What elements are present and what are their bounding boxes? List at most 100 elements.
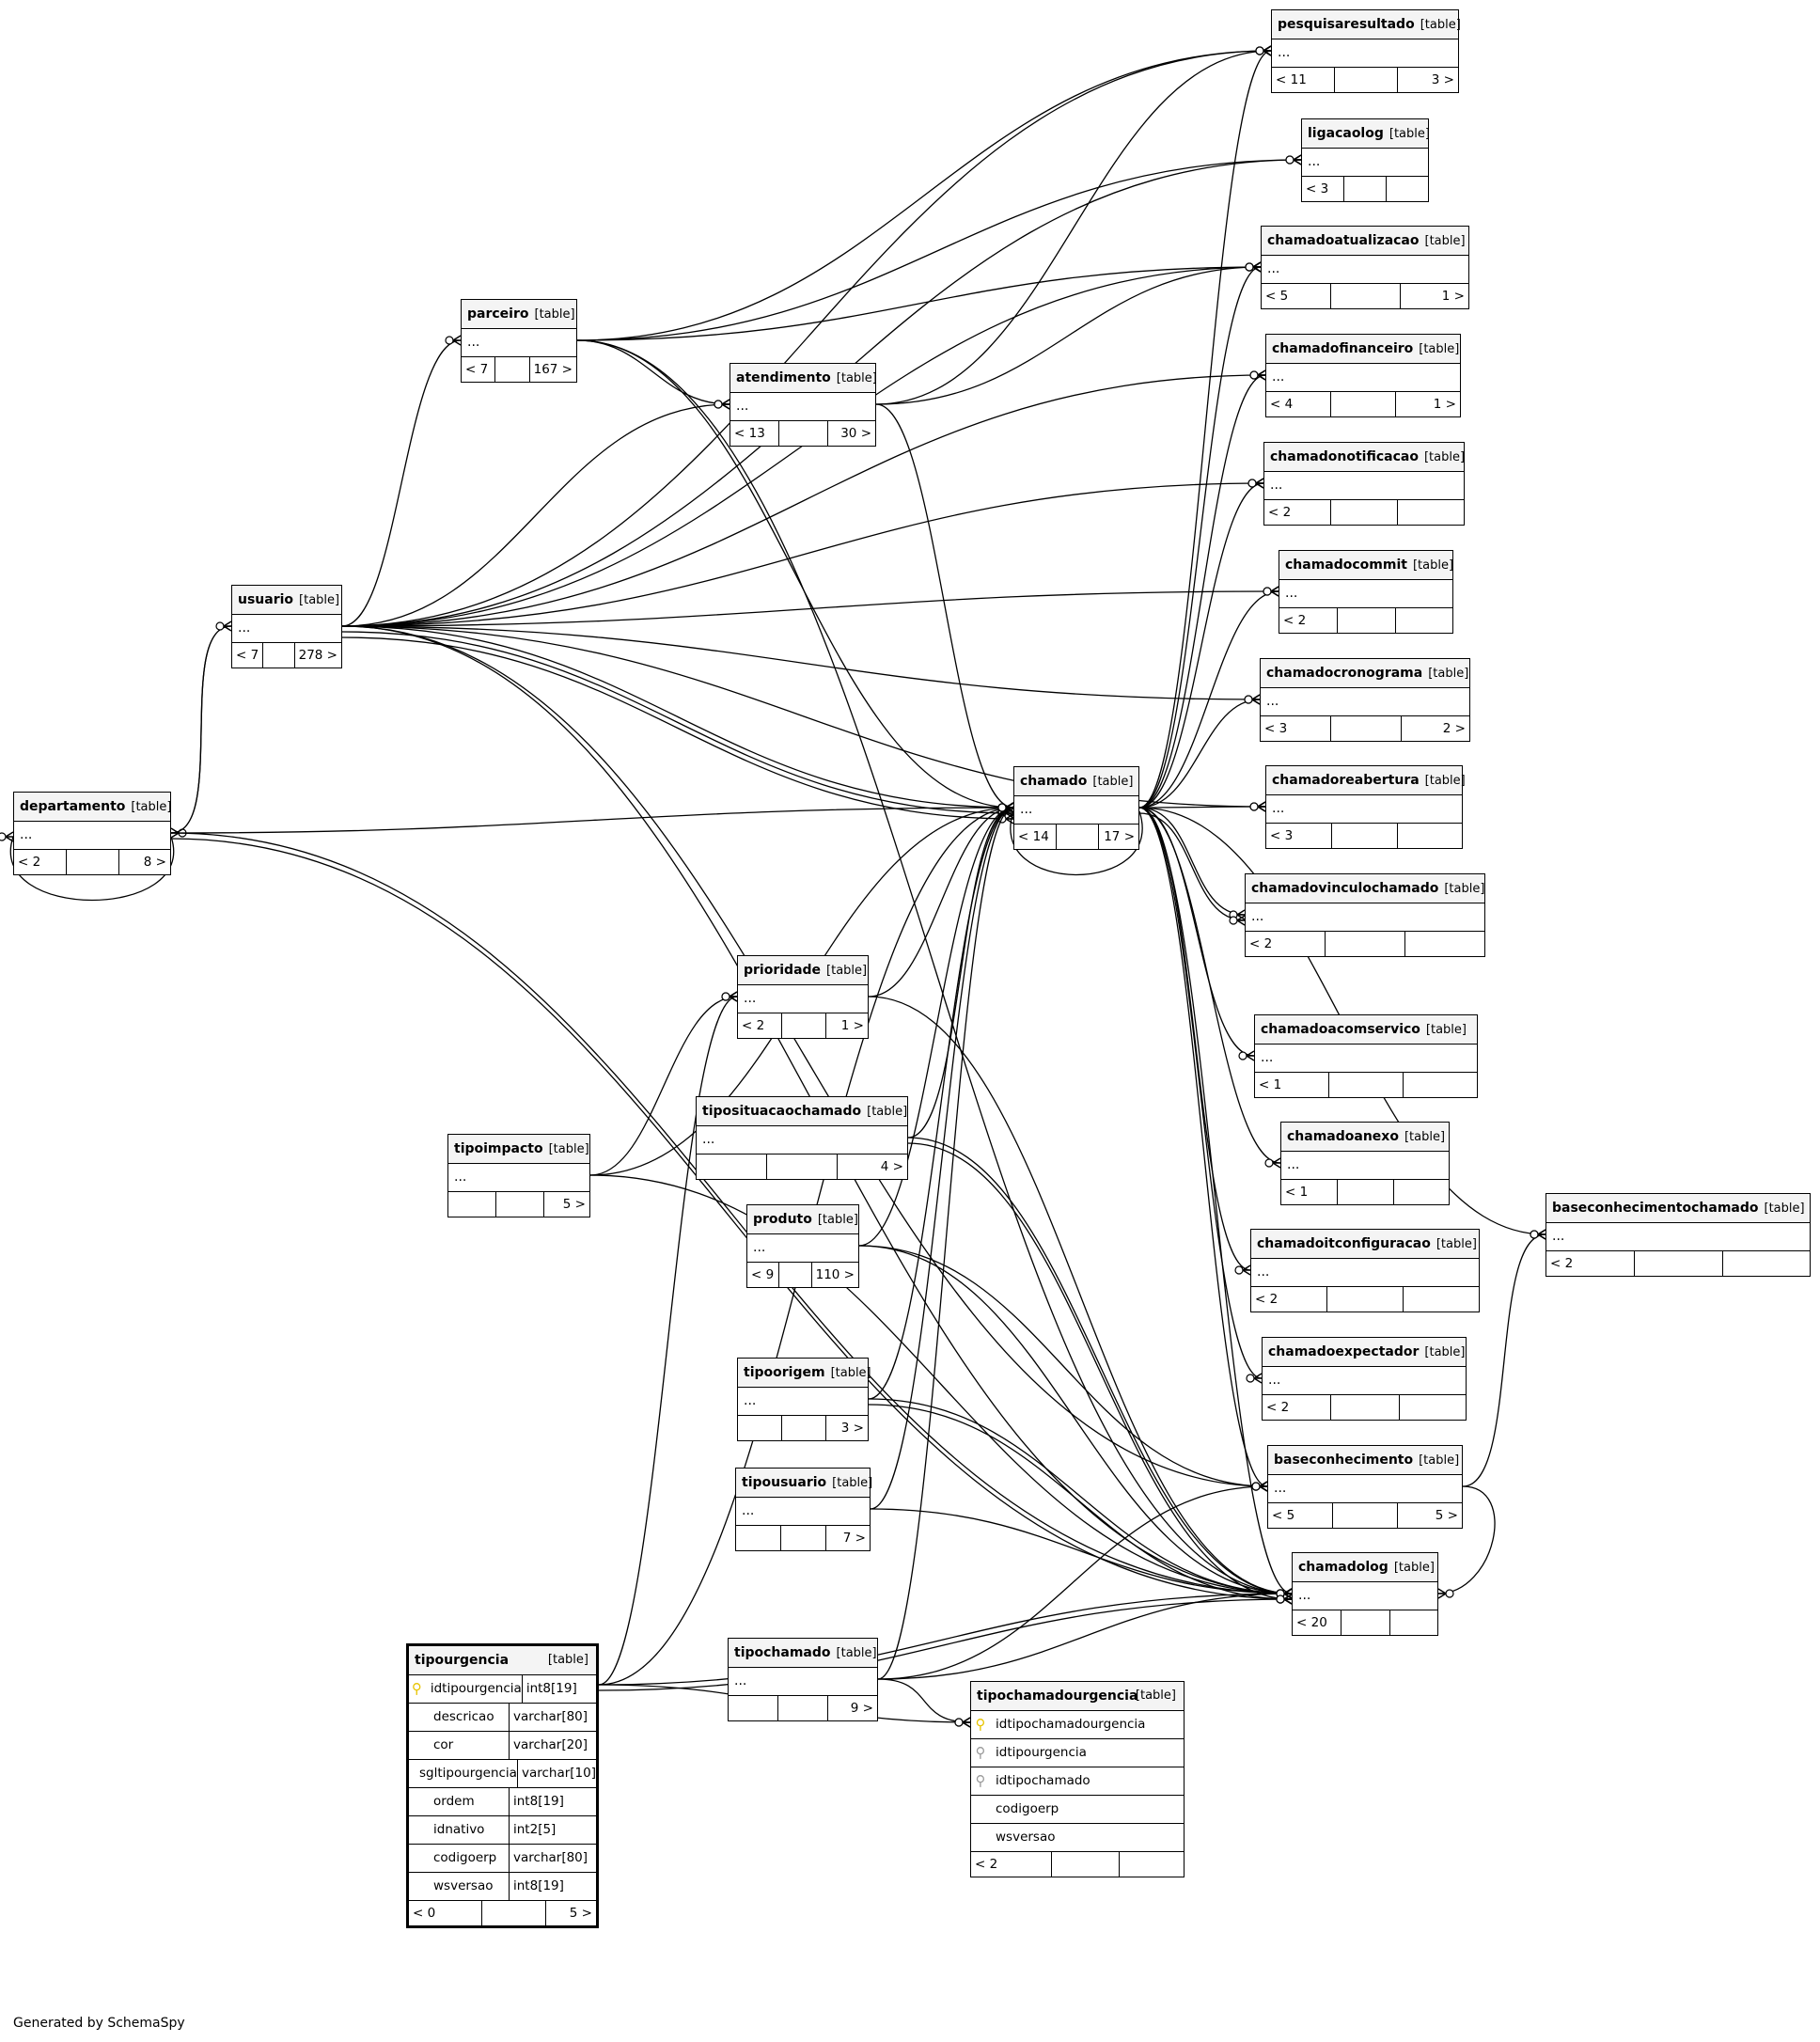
children-count[interactable] xyxy=(1723,1251,1810,1276)
table-name[interactable]: tipochamado xyxy=(734,1645,831,1660)
table-name[interactable]: baseconhecimento xyxy=(1274,1453,1414,1468)
children-count[interactable] xyxy=(1405,932,1484,956)
children-count[interactable] xyxy=(1404,1073,1477,1097)
children-count[interactable] xyxy=(1398,500,1464,525)
parents-count[interactable]: < 2 xyxy=(1546,1251,1635,1276)
table-tipoorigem[interactable]: tipoorigem[table]...3 > xyxy=(737,1358,871,1441)
table-tipochamadourgencia[interactable]: tipochamadourgencia [table] ⚲idtipochama… xyxy=(970,1681,1185,1877)
parents-count[interactable]: < 3 xyxy=(1261,716,1331,741)
children-count[interactable]: 1 > xyxy=(840,1018,864,1033)
columns-collapsed[interactable]: ... xyxy=(1279,580,1452,608)
children-count[interactable] xyxy=(1120,1852,1184,1877)
column-row[interactable]: ⚲idtipourgencia xyxy=(971,1739,1184,1767)
children-count[interactable] xyxy=(1390,1610,1437,1635)
children-count[interactable]: 278 > xyxy=(298,648,337,663)
columns-collapsed[interactable]: ... xyxy=(1266,795,1462,824)
table-name[interactable]: prioridade xyxy=(744,963,822,978)
parents-count[interactable]: < 2 xyxy=(1264,500,1331,525)
columns-collapsed[interactable]: ... xyxy=(1251,1259,1479,1287)
table-name[interactable]: chamadonotificacao xyxy=(1270,449,1419,464)
columns-collapsed[interactable]: ... xyxy=(1014,796,1138,825)
parents-count[interactable]: < 5 xyxy=(1262,284,1331,308)
parents-count[interactable]: < 1 xyxy=(1281,1180,1338,1204)
columns-collapsed[interactable]: ... xyxy=(729,1668,877,1696)
parents-count[interactable] xyxy=(697,1155,767,1179)
table-chamadoacomservico[interactable]: chamadoacomservico[table]...< 1 xyxy=(1254,1014,1478,1098)
table-chamadoitconfiguracao[interactable]: chamadoitconfiguracao[table]...< 2 xyxy=(1250,1229,1480,1312)
columns-collapsed[interactable]: ... xyxy=(1264,472,1464,500)
parents-count[interactable]: < 0 xyxy=(409,1901,482,1925)
columns-collapsed[interactable]: ... xyxy=(14,822,170,850)
table-chamadovinculochamado[interactable]: chamadovinculochamado[table]...< 2 xyxy=(1245,873,1485,957)
children-count[interactable]: 5 > xyxy=(562,1197,586,1212)
column-row[interactable]: ⚲idtipochamado xyxy=(971,1767,1184,1796)
columns-collapsed[interactable]: ... xyxy=(1281,1152,1449,1180)
columns-collapsed[interactable]: ... xyxy=(1546,1223,1810,1251)
table-name[interactable]: tipourgencia xyxy=(415,1653,510,1668)
table-tipousuario[interactable]: tipousuario[table]...7 > xyxy=(735,1468,872,1551)
columns-collapsed[interactable]: ... xyxy=(730,393,875,421)
parents-count[interactable] xyxy=(736,1526,781,1550)
parents-count[interactable]: < 2 xyxy=(738,1013,782,1038)
children-count[interactable]: 7 > xyxy=(842,1531,866,1546)
table-name[interactable]: tiposituacaochamado xyxy=(702,1104,862,1119)
table-name[interactable]: chamadocommit xyxy=(1285,558,1407,573)
table-name[interactable]: chamadoexpectador xyxy=(1268,1344,1420,1359)
parents-count[interactable]: < 7 xyxy=(232,643,264,668)
columns-collapsed[interactable]: ... xyxy=(1262,256,1468,284)
children-count[interactable]: 110 > xyxy=(815,1267,855,1282)
columns-collapsed[interactable]: ... xyxy=(1272,39,1458,68)
table-chamadoanexo[interactable]: chamadoanexo[table]...< 1 xyxy=(1280,1122,1450,1205)
table-name[interactable]: chamadovinculochamado xyxy=(1251,881,1439,896)
columns-collapsed[interactable]: ... xyxy=(1255,1045,1477,1073)
table-name[interactable]: chamadoatualizacao xyxy=(1267,233,1420,248)
table-name[interactable]: chamadolog xyxy=(1298,1560,1389,1575)
columns-collapsed[interactable]: ... xyxy=(1263,1367,1466,1395)
parents-count[interactable]: < 2 xyxy=(971,1852,1052,1877)
table-tipoimpacto[interactable]: tipoimpacto[table]...5 > xyxy=(447,1134,590,1217)
parents-count[interactable]: < 2 xyxy=(1279,608,1338,633)
columns-collapsed[interactable]: ... xyxy=(462,329,576,357)
children-count[interactable] xyxy=(1394,1180,1449,1204)
columns-collapsed[interactable]: ... xyxy=(738,985,868,1013)
table-name[interactable]: ligacaolog xyxy=(1308,126,1384,141)
parents-count[interactable]: < 2 xyxy=(1251,1287,1327,1312)
columns-collapsed[interactable]: ... xyxy=(1246,903,1484,932)
columns-collapsed[interactable]: ... xyxy=(1266,364,1460,392)
table-name[interactable]: chamadoreabertura xyxy=(1272,773,1420,788)
table-name[interactable]: chamadocronograma xyxy=(1266,666,1423,681)
table-name[interactable]: chamado xyxy=(1020,774,1088,789)
parents-count[interactable]: < 14 xyxy=(1014,825,1057,849)
children-count[interactable]: 1 > xyxy=(1441,289,1465,304)
parents-count[interactable] xyxy=(738,1416,782,1440)
table-name[interactable]: tipochamadourgencia xyxy=(977,1689,1138,1704)
children-count[interactable]: 1 > xyxy=(1433,397,1456,412)
columns-collapsed[interactable]: ... xyxy=(1293,1582,1437,1610)
children-count[interactable]: 167 > xyxy=(533,362,573,377)
parents-count[interactable]: < 11 xyxy=(1272,68,1335,92)
column-row[interactable]: codigoerp xyxy=(971,1796,1184,1824)
table-name[interactable]: parceiro xyxy=(467,306,529,322)
children-count[interactable]: 3 > xyxy=(1431,72,1454,87)
table-baseconhecimentochamado[interactable]: baseconhecimentochamado[table]...< 2 xyxy=(1545,1193,1811,1277)
table-name[interactable]: chamadoitconfiguracao xyxy=(1257,1236,1431,1251)
children-count[interactable]: 17 > xyxy=(1104,829,1135,844)
table-name[interactable]: chamadofinanceiro xyxy=(1272,341,1414,356)
table-tiposituacaochamado[interactable]: tiposituacaochamado[table]...4 > xyxy=(696,1096,908,1180)
parents-count[interactable]: < 2 xyxy=(1246,932,1326,956)
children-count[interactable]: 9 > xyxy=(850,1701,873,1716)
table-chamadocommit[interactable]: chamadocommit[table]...< 2 xyxy=(1279,550,1453,634)
table-name[interactable]: departamento xyxy=(20,799,126,814)
columns-collapsed[interactable]: ... xyxy=(448,1164,589,1192)
parents-count[interactable]: < 4 xyxy=(1266,392,1331,416)
table-chamadonotificacao[interactable]: chamadonotificacao[table]...< 2 xyxy=(1263,442,1465,526)
